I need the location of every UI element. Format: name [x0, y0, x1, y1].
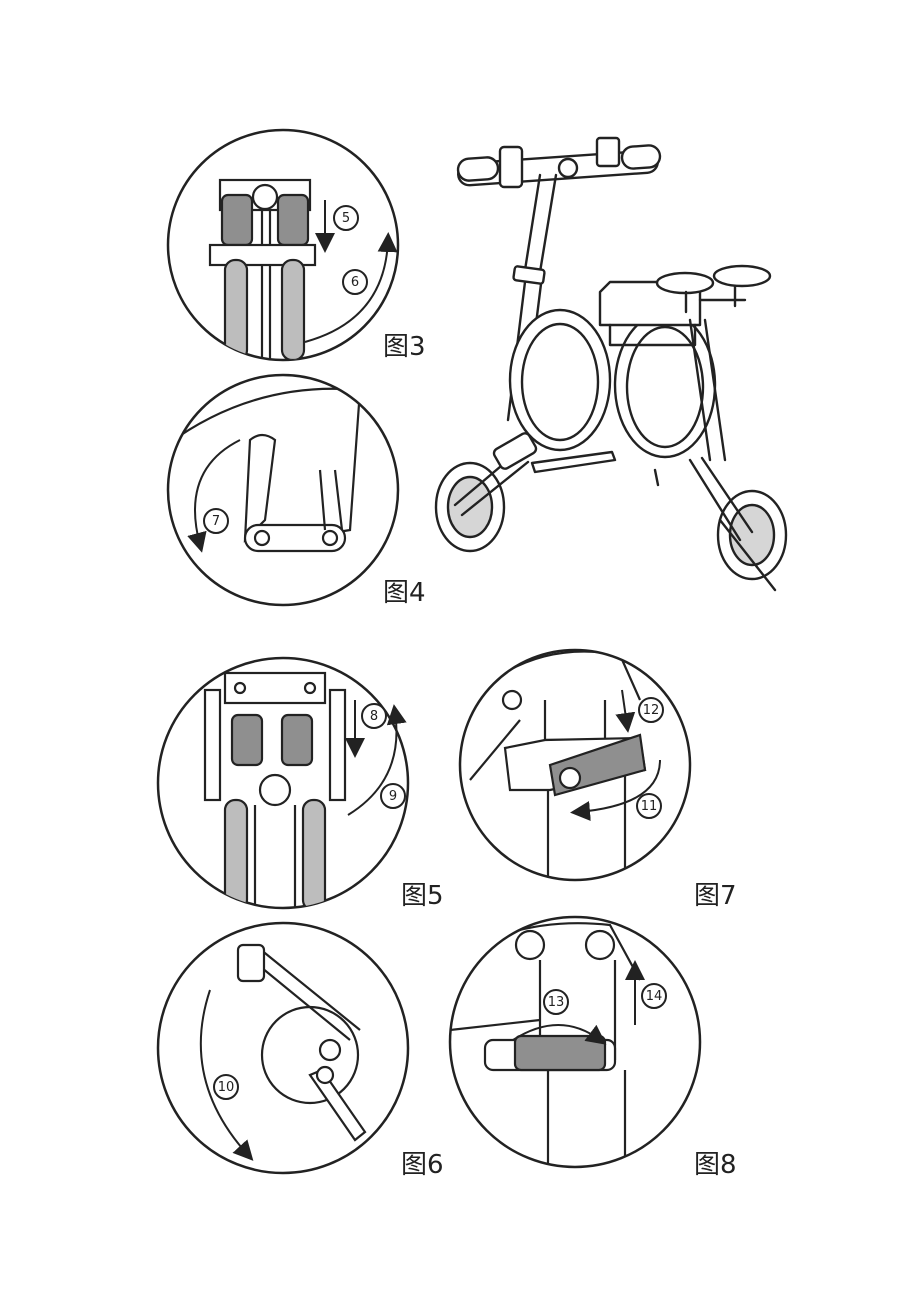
figure-3-caption: 图3 [383, 332, 426, 362]
figure-3-detail [166, 128, 400, 362]
figure-7-detail [458, 648, 692, 882]
figure-7-caption: 图7 [694, 881, 737, 911]
step-badge-14: 14 [641, 983, 667, 1009]
figure-5-detail [156, 656, 410, 910]
figure-4-caption: 图4 [383, 578, 426, 608]
figure-6-caption: 图6 [401, 1150, 444, 1180]
figure-8-caption: 图8 [694, 1150, 737, 1180]
figure-4-detail [166, 373, 400, 607]
step-badge-8: 8 [361, 703, 387, 729]
step-badge-11: 11 [636, 793, 662, 819]
folding-bike-drawing [434, 136, 788, 592]
figure-8-detail [448, 915, 702, 1169]
step-badge-12: 12 [638, 697, 664, 723]
step-badge-13: 13 [543, 989, 569, 1015]
step-badge-10: 10 [213, 1074, 239, 1100]
step-badge-6: 6 [342, 269, 368, 295]
figure-5-caption: 图5 [401, 881, 444, 911]
step-badge-5: 5 [333, 205, 359, 231]
figure-6-detail [156, 921, 410, 1175]
step-badge-9: 9 [380, 783, 406, 809]
step-badge-7: 7 [203, 508, 229, 534]
